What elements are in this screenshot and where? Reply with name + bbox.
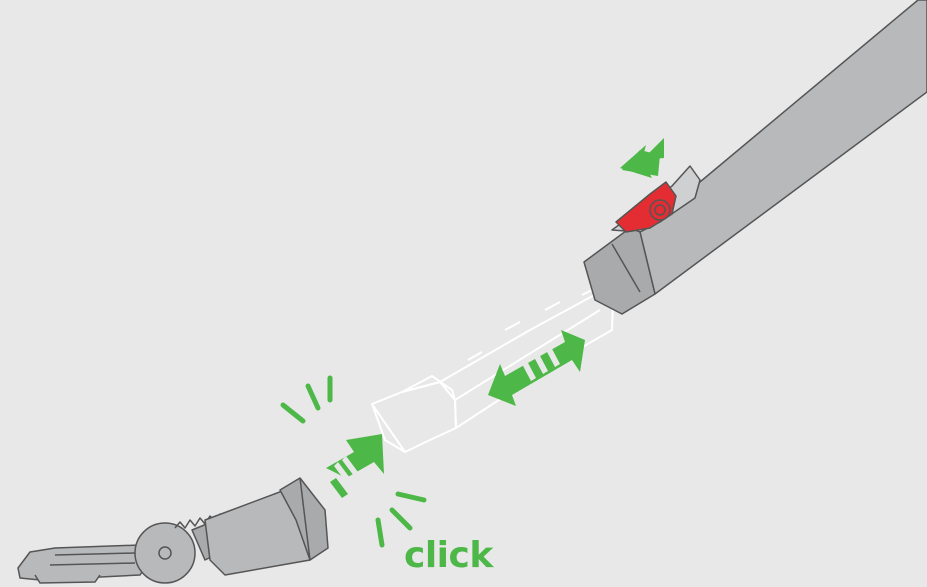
click-burst-icon: [280, 375, 427, 548]
floor-tool: [17, 477, 329, 584]
double-arrow-icon: [488, 330, 585, 406]
click-label: click: [404, 535, 493, 576]
arrow-down-left-icon: [620, 138, 664, 178]
wand-tube: [583, 0, 927, 315]
arrow-up-right-icon: [326, 434, 384, 498]
ghost-adapter: [371, 287, 614, 453]
release-button: [615, 181, 677, 233]
